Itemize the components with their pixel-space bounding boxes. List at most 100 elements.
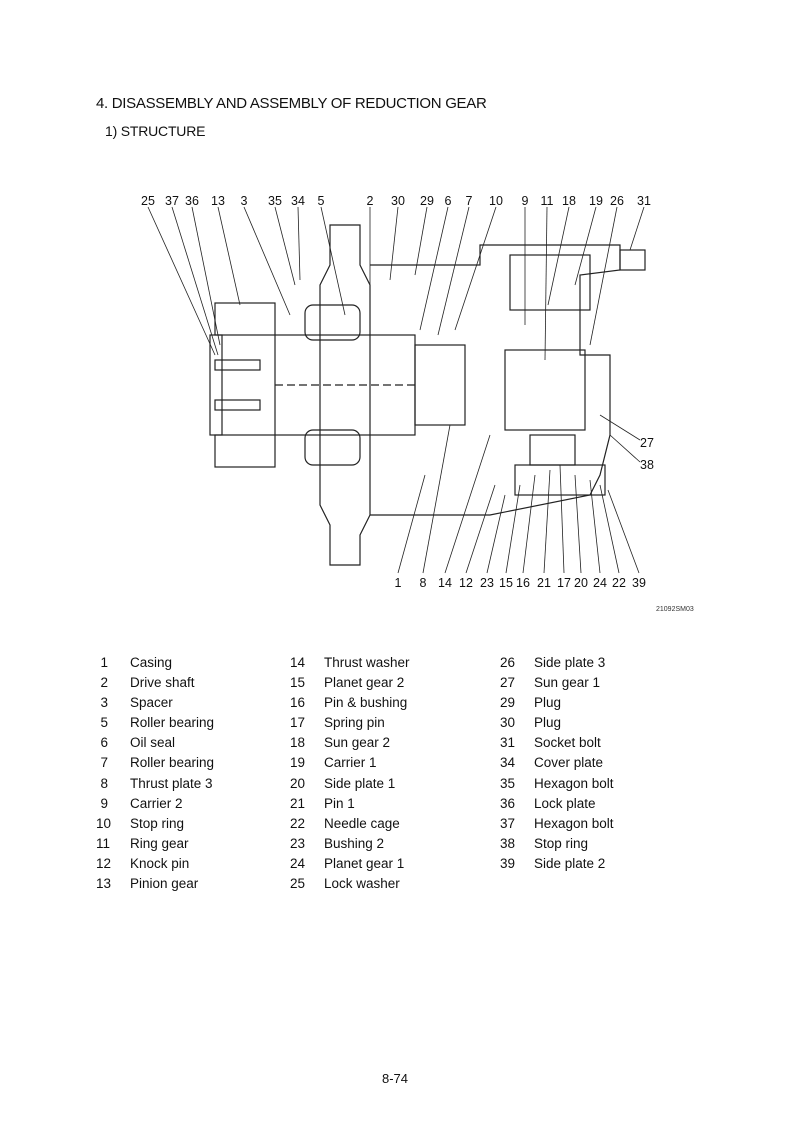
callout-label: 1 xyxy=(395,576,402,590)
part-name: Oil seal xyxy=(130,735,176,751)
parts-list-row: 6 Oil seal xyxy=(96,735,214,755)
parts-list-row: 21 Pin 1 xyxy=(290,796,410,816)
callout-label: 34 xyxy=(291,194,305,208)
carrier-2 xyxy=(509,254,591,311)
callout-label: 18 xyxy=(562,194,576,208)
part-number: 20 xyxy=(290,775,306,791)
parts-list-row: 3 Spacer xyxy=(96,695,214,715)
callout-label: 20 xyxy=(574,576,588,590)
part-name: Drive shaft xyxy=(130,675,195,691)
carrier-hub xyxy=(414,344,466,426)
part-name: Hexagon bolt xyxy=(534,815,614,831)
callout-label: 36 xyxy=(185,194,199,208)
part-number: 19 xyxy=(290,755,306,771)
part-number: 13 xyxy=(96,876,112,892)
part-name: Pin 1 xyxy=(324,795,355,811)
part-name: Spacer xyxy=(130,695,173,711)
callout-label: 13 xyxy=(211,194,225,208)
part-number: 5 xyxy=(100,715,108,731)
pinion-gear-top xyxy=(214,302,276,336)
parts-list-row: 35 Hexagon bolt xyxy=(500,776,614,796)
part-name: Thrust plate 3 xyxy=(130,775,213,791)
roller-bearing-top xyxy=(304,304,361,341)
part-name: Cover plate xyxy=(534,755,604,771)
part-name: Hexagon bolt xyxy=(534,775,614,791)
part-number: 21 xyxy=(290,795,306,811)
part-name: Casing xyxy=(130,655,173,670)
part-name: Planet gear 2 xyxy=(324,675,405,691)
part-number: 8 xyxy=(100,775,108,791)
parts-list-row: 31 Socket bolt xyxy=(500,735,614,755)
part-name: Socket bolt xyxy=(534,735,601,751)
bolt-top xyxy=(214,359,261,371)
part-number: 23 xyxy=(290,835,306,851)
part-number: 36 xyxy=(500,795,516,811)
part-number: 34 xyxy=(500,755,516,771)
part-name: Roller bearing xyxy=(130,755,215,771)
callout-label: 38 xyxy=(640,458,654,472)
subsection-heading: 1) STRUCTURE xyxy=(105,123,206,139)
callout-label: 27 xyxy=(640,436,654,450)
part-number: 29 xyxy=(500,695,516,711)
parts-list-row: 14 Thrust washer xyxy=(290,655,410,675)
callout-label: 6 xyxy=(445,194,452,208)
part-number: 7 xyxy=(100,755,108,771)
sun-gear-area xyxy=(504,349,586,431)
part-number: 35 xyxy=(500,775,516,791)
part-number: 18 xyxy=(290,735,306,751)
callout-label: 16 xyxy=(516,576,530,590)
callout-label: 23 xyxy=(480,576,494,590)
part-name: Spring pin xyxy=(324,715,385,731)
part-number: 30 xyxy=(500,715,516,731)
drawing-code: 21092SM03 xyxy=(656,606,694,613)
part-name: Ring gear xyxy=(130,835,189,851)
part-number: 14 xyxy=(290,655,306,670)
part-number: 37 xyxy=(500,815,516,831)
part-name: Plug xyxy=(534,695,562,711)
callout-label: 14 xyxy=(438,576,452,590)
part-number: 12 xyxy=(96,855,112,871)
part-name: Thrust washer xyxy=(324,655,410,670)
callout-label: 2 xyxy=(367,194,374,208)
part-number: 31 xyxy=(500,735,516,751)
parts-list-row: 37 Hexagon bolt xyxy=(500,816,614,836)
part-number: 3 xyxy=(100,695,108,711)
callout-label: 24 xyxy=(593,576,607,590)
part-name: Roller bearing xyxy=(130,715,215,731)
part-name: Side plate 1 xyxy=(324,775,396,791)
callout-label: 9 xyxy=(522,194,529,208)
part-number: 27 xyxy=(500,675,516,691)
callout-label: 19 xyxy=(589,194,603,208)
part-number: 22 xyxy=(290,815,306,831)
part-number: 6 xyxy=(100,735,108,751)
callout-label: 26 xyxy=(610,194,624,208)
casing-flange xyxy=(319,224,371,566)
part-name: Needle cage xyxy=(324,815,400,831)
callout-label: 7 xyxy=(466,194,473,208)
page-number: 8-74 xyxy=(382,1071,409,1086)
part-number: 16 xyxy=(290,695,306,711)
side-plate xyxy=(529,434,576,466)
callout-label: 5 xyxy=(318,194,325,208)
parts-list-row: 29 Plug xyxy=(500,695,614,715)
ring-gear-housing xyxy=(370,244,621,516)
callout-label: 30 xyxy=(391,194,405,208)
callout-label: 12 xyxy=(459,576,473,590)
socket-bolt xyxy=(619,249,646,271)
